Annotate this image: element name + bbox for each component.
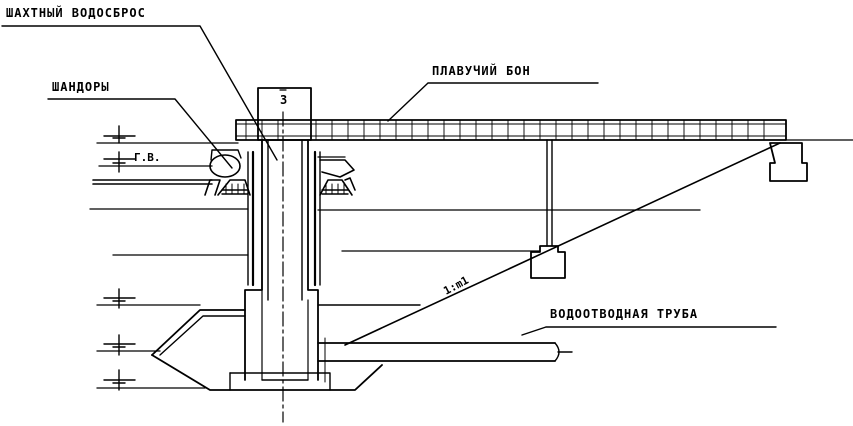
leader-stoplogs xyxy=(47,98,233,169)
middle-support xyxy=(530,139,566,279)
water-lines xyxy=(89,139,853,389)
leader-floating-boom xyxy=(387,82,599,122)
level-marker xyxy=(103,125,136,144)
right-stoplog xyxy=(319,159,356,196)
leader-drain-pipe xyxy=(521,326,777,336)
label-stoplogs: ШАНДОРЫ xyxy=(52,80,110,94)
label-drain-pipe: ВОДООТВОДНАЯ ТРУБА xyxy=(550,307,698,321)
leader-shaft-spillway xyxy=(1,25,278,161)
level-marker xyxy=(103,334,136,356)
level-marker xyxy=(103,369,136,391)
label-shaft-spillway: ШАХТНЫЙ ВОДОСБРОС xyxy=(6,5,146,20)
slope-line xyxy=(344,142,781,346)
label-floating-boom: ПЛАВУЧИЙ БОН xyxy=(432,63,531,78)
shaft-tower xyxy=(244,87,321,381)
right-support xyxy=(769,142,808,182)
drain-pipe xyxy=(317,337,573,383)
level-marker xyxy=(103,151,136,173)
level-marker xyxy=(103,288,136,309)
left-stoplog xyxy=(204,149,251,196)
label-water-level: Г.В. xyxy=(134,151,161,164)
foundation xyxy=(151,304,421,391)
shaft-mark: 3 xyxy=(280,93,288,107)
floating-boom xyxy=(235,119,787,141)
